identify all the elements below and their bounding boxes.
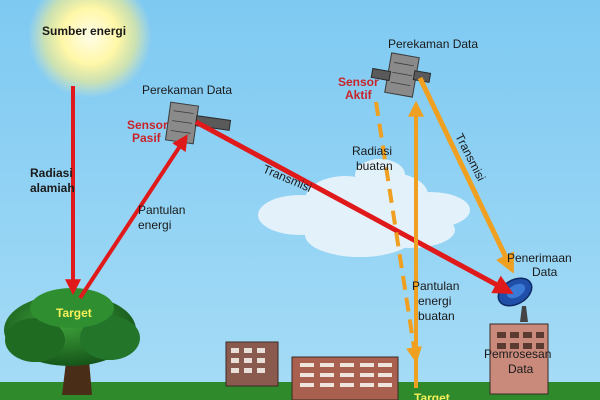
arrow-energy-reflection (78, 134, 188, 300)
label-energy-reflection: Pantulan energi (138, 203, 189, 232)
label-data-processing: Pemrosesan Data (484, 347, 555, 376)
building-small (225, 341, 279, 387)
label-artificial-reflection: Pantulan energi buatan (412, 279, 463, 323)
arrow-transmission-active (417, 76, 515, 274)
label-target-left: Target (56, 306, 92, 320)
label-target-right: Target (414, 391, 450, 400)
tree-icon (4, 288, 140, 395)
label-natural-radiation: Radiasi alamiah (30, 166, 76, 195)
building-wide (291, 356, 399, 400)
label-active-sensor: Sensor Aktif (338, 75, 382, 102)
arrow-transmission-passive (194, 119, 514, 295)
label-passive-sensor: Sensor Pasif (127, 118, 171, 145)
cloud-icon (258, 159, 470, 257)
passive-satellite-icon (164, 101, 232, 145)
label-artificial-radiation: Radiasi buatan (352, 144, 395, 173)
label-recording-active: Perekaman Data (388, 37, 478, 51)
sun-icon (28, 0, 152, 98)
processing-building (489, 323, 549, 395)
label-data-reception: Penerimaan Data (507, 251, 575, 279)
active-satellite-icon (370, 52, 432, 98)
label-recording-passive: Perekaman Data (142, 83, 232, 97)
label-source: Sumber energi (42, 24, 126, 38)
